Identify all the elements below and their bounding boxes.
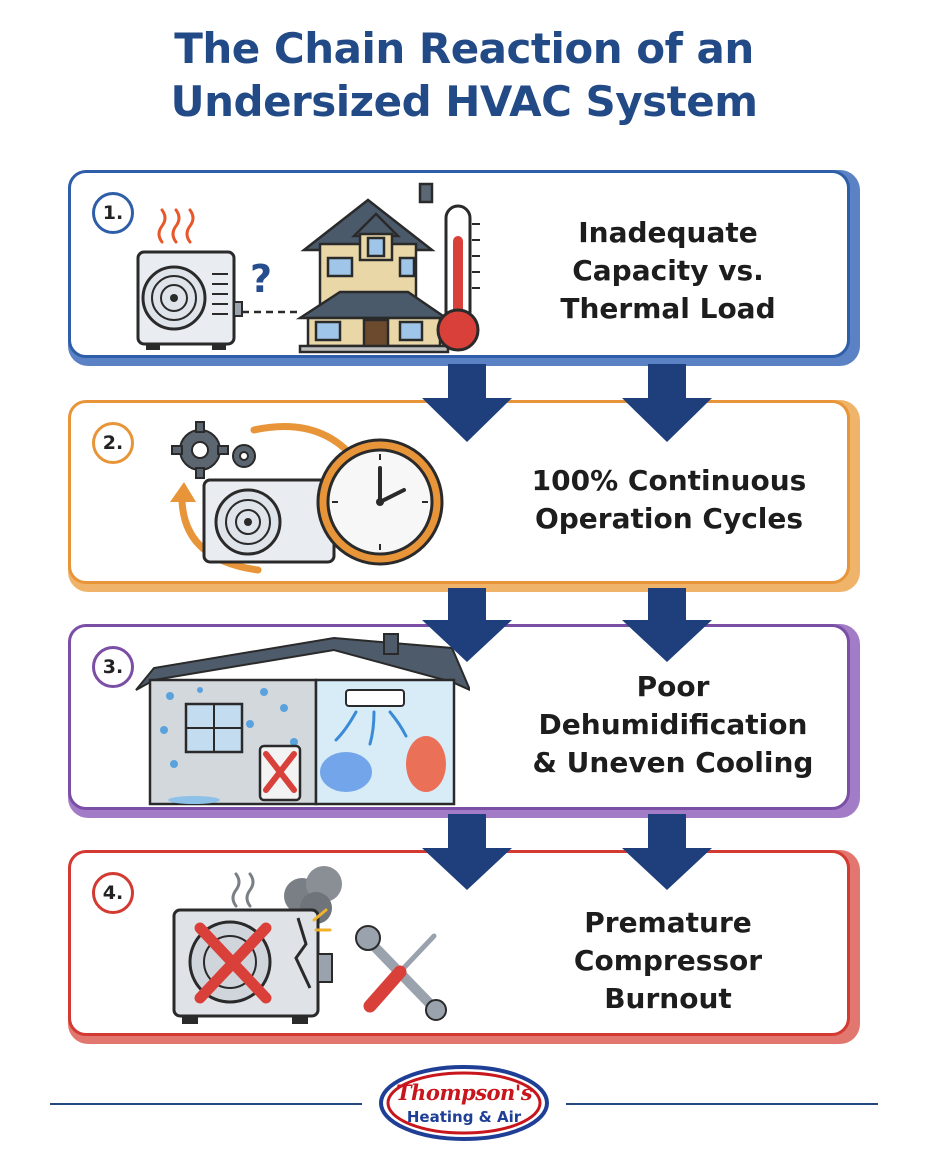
step-3-illustration (135, 633, 470, 806)
step-label: Poor Dehumidification & Uneven Cooling (532, 670, 814, 779)
step-number-badge: 2. (92, 422, 134, 464)
step-card-4: 4. Premature Compressor Burnout (68, 850, 860, 1044)
flow-arrow (422, 814, 512, 890)
company-logo: Thompson's Heating & Air (378, 1064, 550, 1142)
title-line-1: The Chain Reaction of an (174, 24, 754, 73)
flow-arrow (622, 588, 712, 662)
logo-name: Thompson's (395, 1080, 533, 1105)
step-number-badge: 4. (92, 872, 134, 914)
wrench-screwdriver-icon (355, 925, 447, 1021)
question-mark-icon: ? (250, 257, 272, 301)
step-label: 100% Continuous Operation Cycles (531, 464, 807, 535)
house-icon (295, 182, 451, 354)
logo-tagline: Heating & Air (406, 1108, 522, 1126)
step-4-illustration (172, 866, 447, 1024)
flow-arrow (622, 814, 712, 890)
failed-dehumidifier-icon (258, 744, 302, 802)
air-conditioner-icon (345, 689, 405, 707)
step-2-illustration (170, 421, 444, 574)
gears-icon (171, 421, 256, 479)
ac-unit-icon (202, 478, 336, 564)
title-line-2: Undersized HVAC System (170, 77, 759, 126)
broken-compressor-icon (172, 908, 333, 1024)
thermometer-icon (436, 204, 480, 352)
step-1-illustration: ? (136, 182, 480, 354)
heat-waves-icon (157, 208, 195, 244)
flow-arrow (422, 364, 512, 442)
step-card-3: 3. Poor Dehumidification & Uneven Coolin… (68, 624, 860, 818)
flow-arrow (422, 588, 512, 662)
flow-arrow (622, 364, 712, 442)
step-number-badge: 1. (92, 192, 134, 234)
page-title: The Chain Reaction of an Undersized HVAC… (0, 22, 928, 128)
ac-unit-icon (136, 250, 243, 350)
footer-divider-right (566, 1103, 878, 1105)
step-number-badge: 3. (92, 646, 134, 688)
clock-icon (316, 438, 444, 566)
step-label: Inadequate Capacity vs. Thermal Load (560, 216, 776, 325)
step-card-1: 1. Inadequate Capacity vs. Thermal Load (68, 170, 860, 366)
step-label: Premature Compressor Burnout (573, 906, 763, 1015)
footer-divider-left (50, 1103, 362, 1105)
uneven-temperature-icon (320, 736, 446, 792)
